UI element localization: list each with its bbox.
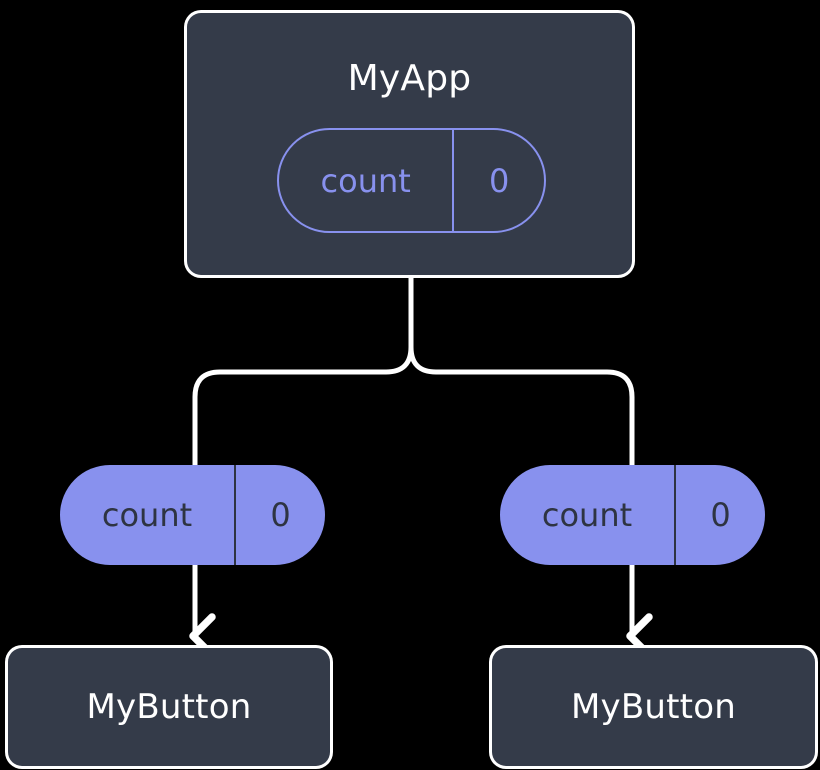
connector-root-to-right-child	[408, 272, 635, 468]
component-title-mybutton: MyButton	[86, 687, 252, 727]
component-box-mybutton-right[interactable]: MyButton	[492, 648, 815, 766]
connector-root-to-left-child	[192, 272, 414, 468]
state-pill-value: 0	[452, 130, 544, 231]
component-title-myapp: MyApp	[347, 58, 472, 99]
state-pill-key: count	[320, 161, 411, 200]
state-pill-value: 0	[674, 465, 765, 565]
state-pill-right-count[interactable]: count 0	[500, 465, 765, 565]
component-box-mybutton-left[interactable]: MyButton	[8, 648, 330, 766]
state-pill-key: count	[541, 496, 633, 534]
component-title-mybutton: MyButton	[571, 687, 736, 727]
state-pill-value: 0	[234, 465, 325, 565]
state-pill-left-count[interactable]: count 0	[60, 465, 325, 565]
state-pill-key: count	[101, 496, 193, 534]
state-pill-myapp-count[interactable]: count 0	[277, 128, 546, 233]
